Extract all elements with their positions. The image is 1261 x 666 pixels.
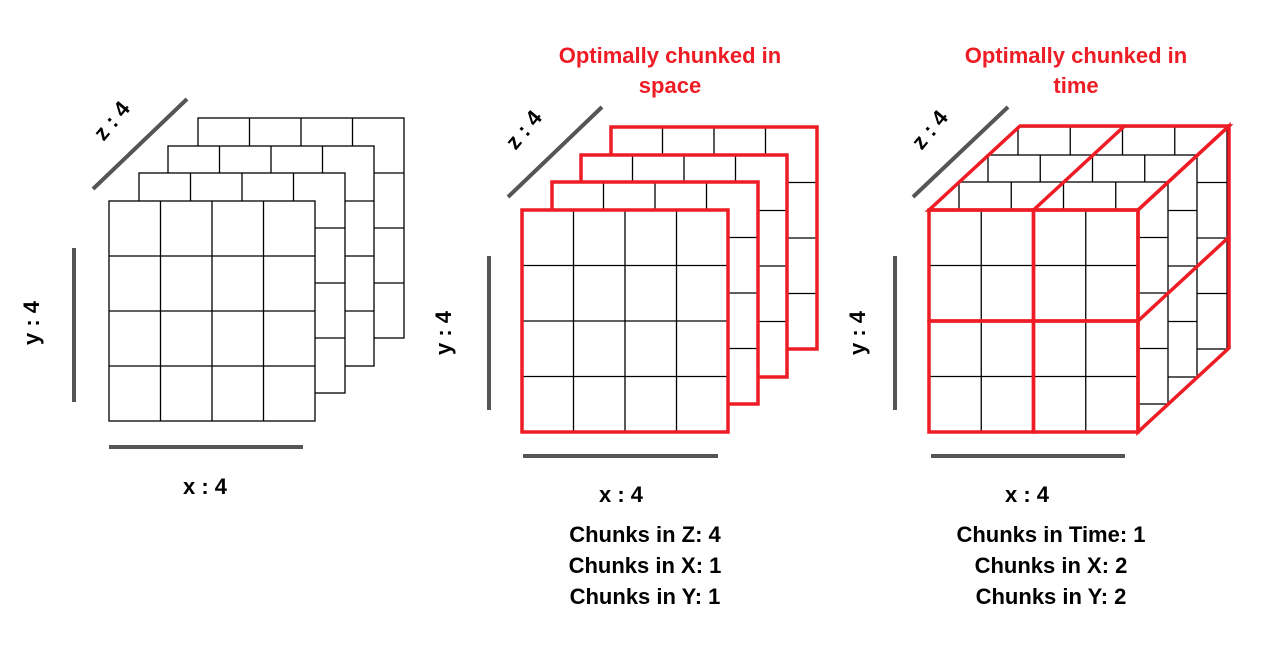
chunk-stat-time: Chunks in Time: 1 bbox=[956, 522, 1146, 547]
y-axis-label: y : 4 bbox=[431, 310, 456, 356]
front-layer-grid bbox=[108, 200, 316, 422]
front-grid bbox=[520, 208, 730, 434]
title-line-1: Optimally chunked in bbox=[964, 43, 1188, 68]
front-chunk-grid bbox=[520, 208, 730, 434]
title-line-1: Optimally chunked in bbox=[558, 43, 782, 68]
title-line-2: time bbox=[1053, 73, 1099, 98]
grid-cube-space-chunked bbox=[487, 105, 819, 458]
front-grid bbox=[108, 200, 316, 422]
title-line-2: space bbox=[638, 73, 702, 98]
chunk-stat-x: Chunks in X: 2 bbox=[974, 553, 1128, 578]
chunk-divider-right bbox=[1136, 235, 1231, 323]
y-axis-label: y : 4 bbox=[19, 300, 44, 346]
chunk-outline-right bbox=[1136, 122, 1231, 436]
chunk-stats: Chunks in Z: 4 Chunks in X: 1 Chunks in … bbox=[520, 519, 770, 612]
x-axis-label: x : 4 bbox=[1004, 482, 1050, 507]
chunk-stat-z: Chunks in Z: 4 bbox=[569, 522, 721, 547]
chunk-stat-x: Chunks in X: 1 bbox=[568, 553, 722, 578]
grid-cube-time-chunked bbox=[893, 105, 1234, 458]
z-axis-line bbox=[506, 105, 604, 199]
diagram-title: Optimally chunked in time bbox=[926, 41, 1226, 101]
diagram-title: Optimally chunked in space bbox=[520, 41, 820, 101]
z-axis-line bbox=[91, 97, 189, 191]
x-axis-label: x : 4 bbox=[598, 482, 644, 507]
grid-border bbox=[520, 208, 730, 434]
chunk-stat-y: Chunks in Y: 2 bbox=[975, 584, 1127, 609]
z-axis-line bbox=[911, 105, 1010, 199]
chunk-stats: Chunks in Time: 1 Chunks in X: 2 Chunks … bbox=[901, 519, 1201, 612]
x-axis-label: x : 4 bbox=[182, 474, 228, 499]
chunk-divider-top bbox=[1032, 124, 1126, 212]
grid-cube-plain bbox=[72, 97, 405, 449]
grid-border bbox=[108, 200, 316, 422]
time-chunk-outlines bbox=[924, 122, 1234, 436]
chunk-stat-y: Chunks in Y: 1 bbox=[569, 584, 721, 609]
y-axis-label: y : 4 bbox=[845, 310, 870, 356]
